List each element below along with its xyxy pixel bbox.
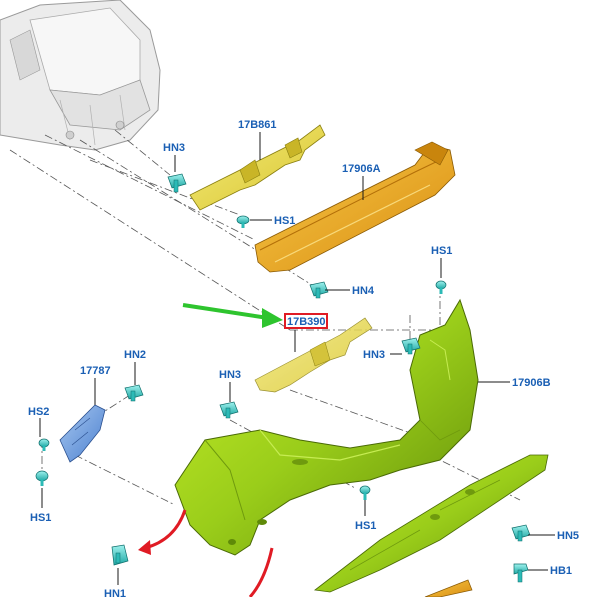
highlight-pointer-arrow bbox=[182, 303, 283, 328]
screw-fastener-icon bbox=[35, 470, 49, 486]
push-pin-fastener-icon bbox=[511, 524, 531, 542]
lower-reinforcement-partial bbox=[424, 579, 473, 597]
callout-HN3-mid[interactable]: HN3 bbox=[219, 369, 241, 381]
callout-HN1[interactable]: HN1 bbox=[104, 588, 126, 597]
callout-HN3-right[interactable]: HN3 bbox=[363, 349, 385, 361]
callout-HS1-left[interactable]: HS1 bbox=[30, 512, 51, 524]
release-arrows bbox=[138, 509, 274, 597]
screw-fastener-icon bbox=[236, 215, 250, 228]
callout-HN2[interactable]: HN2 bbox=[124, 349, 146, 361]
callout-17787[interactable]: 17787 bbox=[80, 365, 111, 377]
push-pin-fastener-icon bbox=[124, 384, 144, 402]
leader-lines bbox=[39, 132, 555, 585]
bracket-17B861 bbox=[189, 124, 326, 211]
fasteners bbox=[35, 173, 531, 583]
bumper-cover-17906B bbox=[174, 298, 479, 556]
callout-17906A[interactable]: 17906A bbox=[342, 163, 381, 175]
callout-HS2[interactable]: HS2 bbox=[28, 406, 49, 418]
bracket-17B390 bbox=[254, 317, 373, 393]
screw-fastener-icon bbox=[359, 485, 371, 500]
callout-labels: 17B861 17906A HN3 HS1 HN4 HS1 17B390 HN3… bbox=[28, 119, 579, 597]
callout-17906B[interactable]: 17906B bbox=[512, 377, 551, 389]
callout-HN4[interactable]: HN4 bbox=[352, 285, 375, 297]
callout-HS1-top[interactable]: HS1 bbox=[274, 215, 295, 227]
callout-HN3-top[interactable]: HN3 bbox=[163, 142, 185, 154]
callout-17B861[interactable]: 17B861 bbox=[238, 119, 277, 131]
vehicle-rear-outline bbox=[0, 0, 161, 151]
highlight-box-17B390 bbox=[284, 313, 328, 329]
push-pin-fastener-icon bbox=[111, 544, 129, 566]
push-pin-fastener-icon bbox=[401, 337, 421, 355]
callout-HB1[interactable]: HB1 bbox=[550, 565, 572, 577]
push-pin-fastener-icon bbox=[309, 281, 329, 299]
push-pin-fastener-icon bbox=[167, 173, 187, 193]
side-bracket-17787 bbox=[59, 404, 106, 463]
callout-HS1-bottom[interactable]: HS1 bbox=[355, 520, 376, 532]
screw-fastener-icon bbox=[435, 280, 447, 294]
callout-17B390[interactable]: 17B390 bbox=[287, 316, 326, 328]
reinforcement-17906A bbox=[254, 141, 456, 273]
push-pin-fastener-icon bbox=[219, 401, 239, 419]
bolt-fastener-icon bbox=[513, 563, 529, 583]
screw-fastener-icon bbox=[38, 438, 50, 451]
callout-HS1-right[interactable]: HS1 bbox=[431, 245, 452, 257]
callout-HN5[interactable]: HN5 bbox=[557, 530, 579, 542]
lower-valance bbox=[313, 454, 549, 593]
